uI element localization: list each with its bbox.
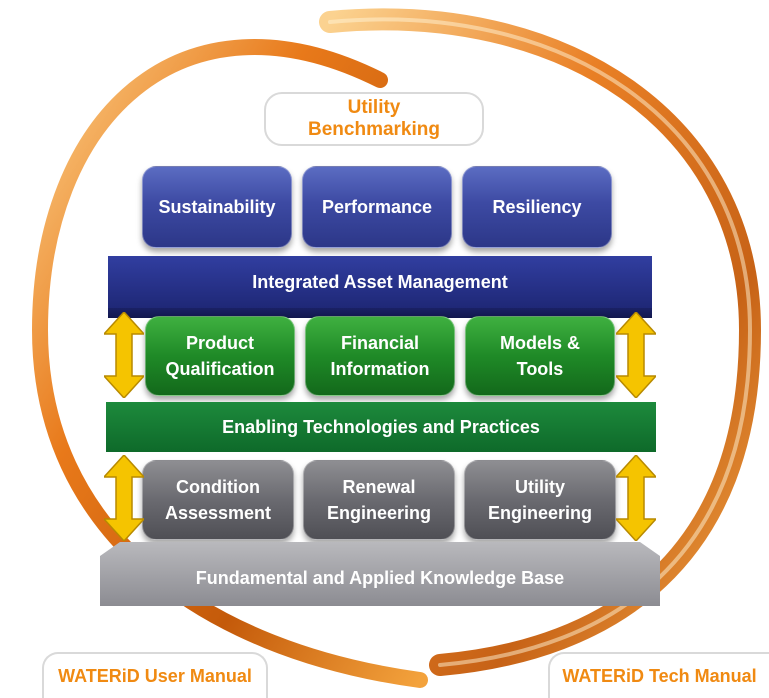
- tile-performance: Performance: [302, 166, 452, 248]
- double-arrow-icon: [104, 312, 144, 398]
- tile-product-qualification: Product Qualification: [145, 316, 295, 396]
- band-enabling-technologies: Enabling Technologies and Practices: [106, 402, 656, 452]
- utility-benchmarking-label: Utility Benchmarking: [264, 92, 484, 146]
- tile-renewal-engineering: Renewal Engineering: [303, 460, 455, 540]
- tile-resiliency: Resiliency: [462, 166, 612, 248]
- band-integrated-asset-management: Integrated Asset Management: [108, 256, 652, 308]
- band-knowledge-base: Fundamental and Applied Knowledge Base: [195, 567, 565, 588]
- tile-models-tools: Models & Tools: [465, 316, 615, 396]
- user-manual-label[interactable]: WATERiD User Manual: [42, 652, 268, 698]
- tile-condition-assessment: Condition Assessment: [142, 460, 294, 540]
- band-shadow: [108, 308, 652, 318]
- band-knowledge-base-shape: [100, 542, 660, 606]
- tile-utility-engineering: Utility Engineering: [464, 460, 616, 540]
- tech-manual-label[interactable]: WATERiD Tech Manual: [548, 652, 769, 698]
- double-arrow-icon: [616, 312, 656, 398]
- tile-sustainability: Sustainability: [142, 166, 292, 248]
- tile-financial-information: Financial Information: [305, 316, 455, 396]
- double-arrow-icon: [104, 455, 144, 541]
- double-arrow-icon: [616, 455, 656, 541]
